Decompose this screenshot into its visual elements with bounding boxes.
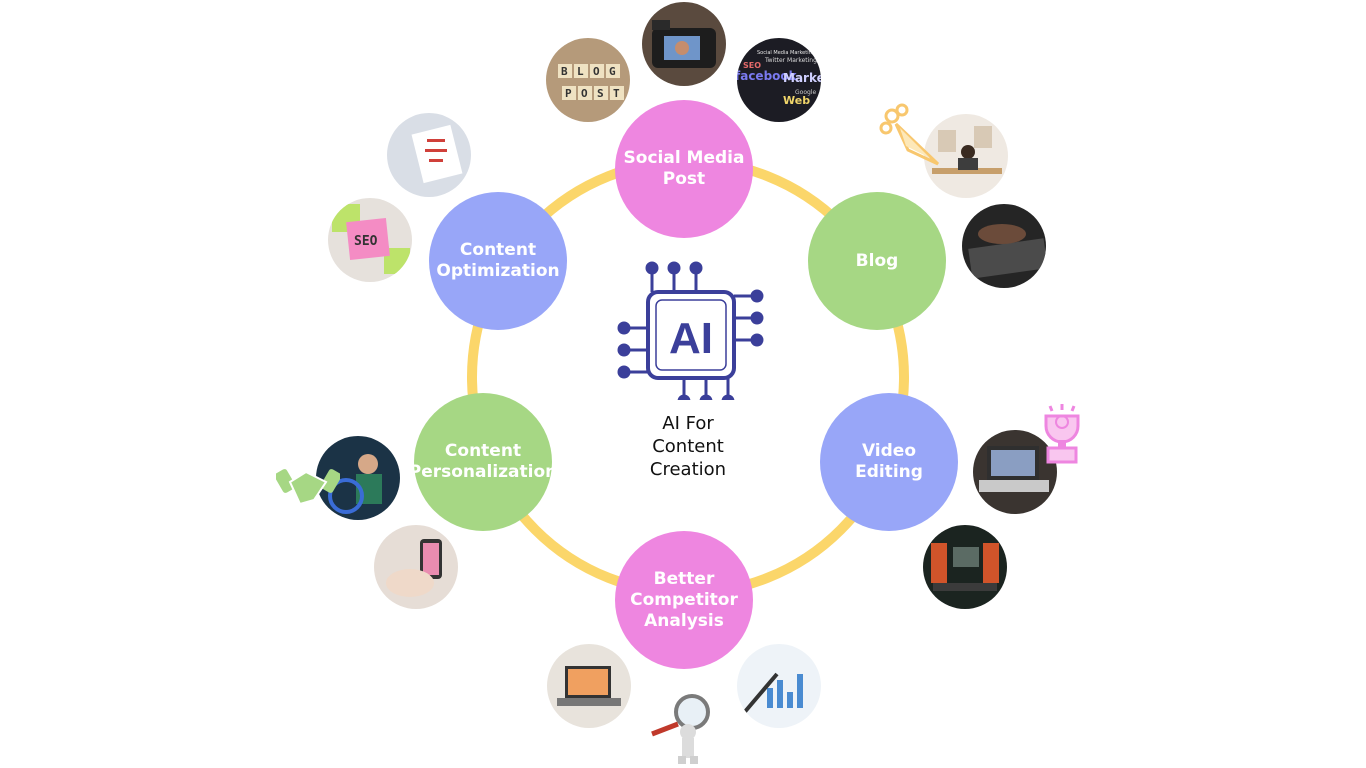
svg-text:O: O [581, 87, 588, 100]
node-social-media-post: Social Media Post [615, 100, 753, 238]
node-video-editing: Video Editing [820, 393, 958, 531]
magnifier-figure-icon [651, 694, 710, 764]
seo-sticky-notes-photo: SEO [328, 198, 412, 282]
svg-text:P: P [565, 87, 572, 100]
studio-setup-photo [923, 525, 1007, 609]
handshake-icon [276, 469, 340, 506]
svg-text:facebook: facebook [737, 69, 798, 83]
blog-post-tiles-photo: B L O G P O S T [546, 38, 630, 122]
svg-text:B: B [561, 65, 568, 78]
node-better-competitor-analysis: Better Competitor Analysis [615, 531, 753, 669]
node-blog: Blog [808, 192, 946, 330]
camera-photo [642, 2, 726, 86]
charts-paper-photo [737, 644, 821, 728]
seo-notebook-photo [387, 113, 471, 197]
svg-text:SEO: SEO [743, 61, 761, 70]
center-label: AI For Content Creation [649, 413, 727, 480]
svg-text:Google: Google [795, 89, 816, 96]
svg-text:Social Media Marketing: Social Media Marketing [757, 50, 815, 56]
carrot-icon [879, 103, 940, 166]
node-content-optimization: Content Optimization [429, 192, 567, 330]
svg-text:SEO: SEO [354, 234, 378, 249]
ai-chip-icon: AI [617, 261, 764, 400]
svg-text:L: L [577, 65, 584, 78]
svg-text:S: S [597, 87, 604, 100]
chip-text: AI [669, 314, 713, 363]
svg-text:G: G [609, 65, 616, 78]
analytics-laptop-photo [547, 644, 631, 728]
svg-text:T: T [613, 87, 620, 100]
typing-keyboard-photo [962, 204, 1046, 288]
laptop-editing-photo [973, 430, 1057, 514]
social-word-cloud-photo: Social Media Marketing Twitter Marketing… [737, 38, 821, 122]
desk-laptop-photo [924, 114, 1008, 198]
svg-text:Twitter Marketing: Twitter Marketing [764, 57, 817, 64]
trophy-icon [1044, 404, 1080, 464]
svg-text:O: O [593, 65, 600, 78]
node-content-personalization: Content Personalization [409, 393, 557, 531]
svg-text:Web: Web [783, 94, 810, 107]
hand-phone-photo [374, 525, 458, 609]
svg-text:Marke: Marke [783, 71, 821, 85]
